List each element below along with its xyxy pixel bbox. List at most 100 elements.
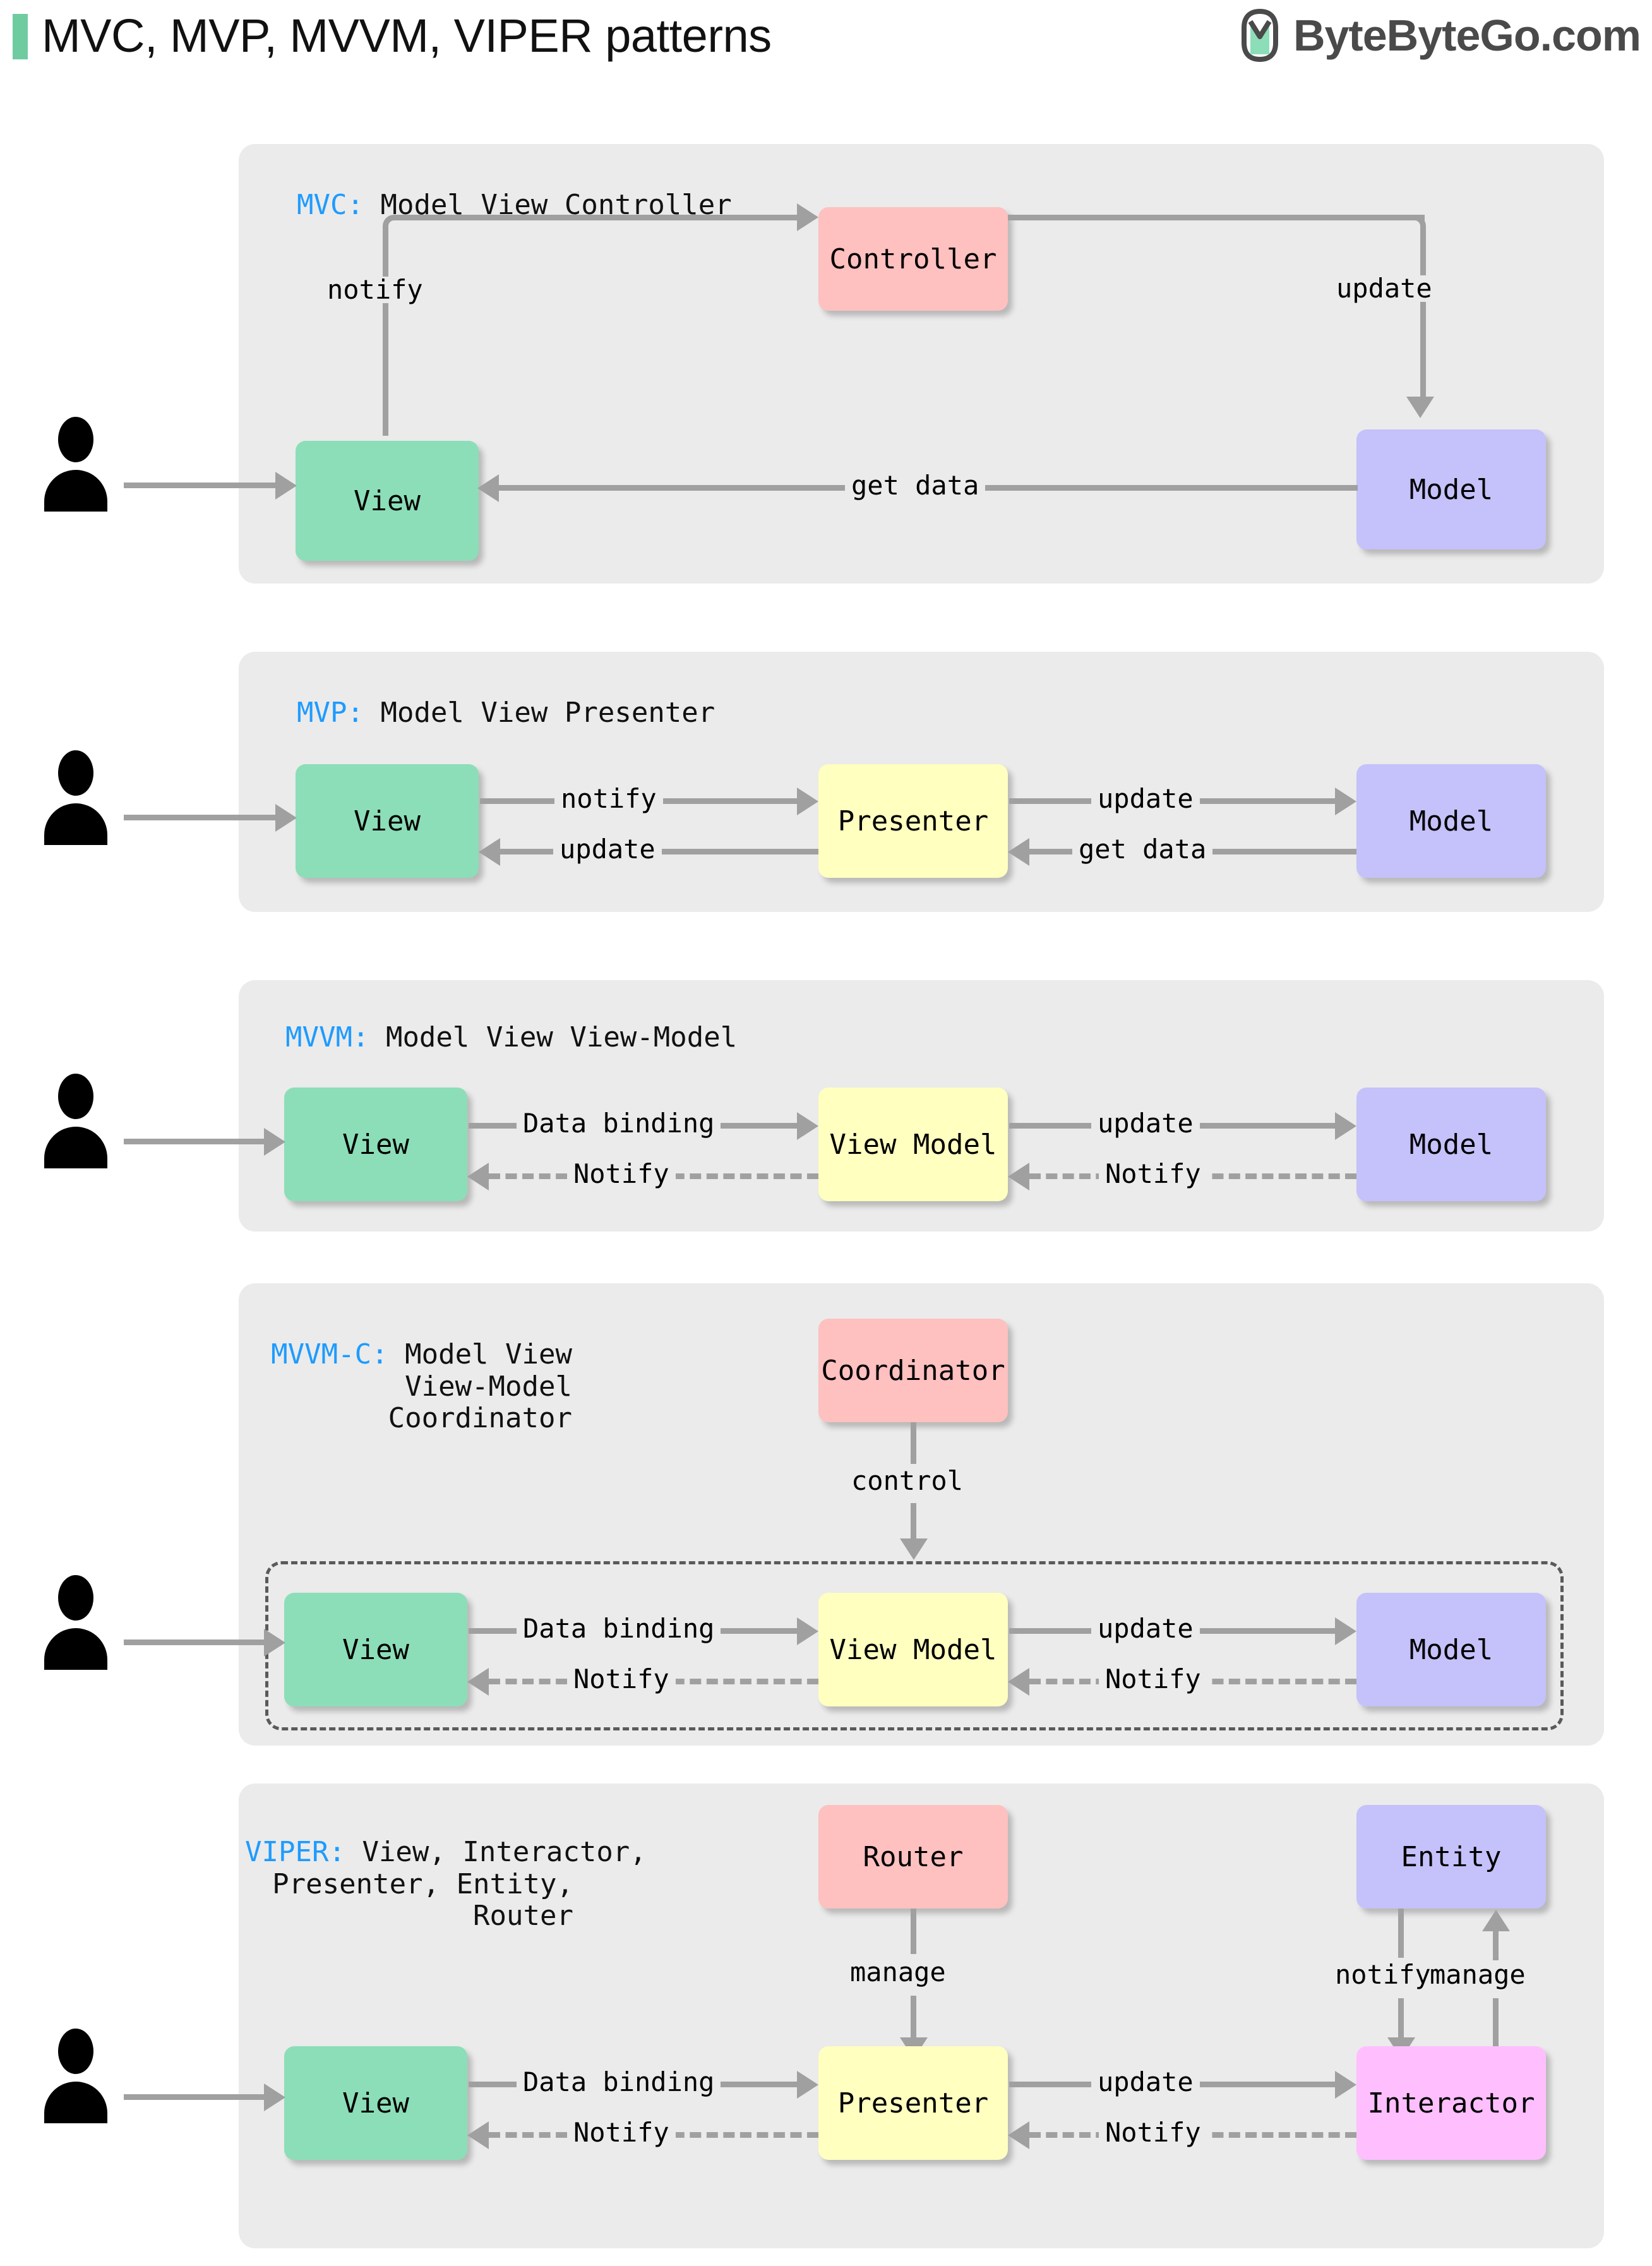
edge-update-arrowhead-mvc xyxy=(1406,397,1434,418)
user-edge-line-mvp xyxy=(124,815,275,820)
edge-manage-router-line-viper xyxy=(911,1909,916,1954)
edge-notify-right-arrowhead-mvvm xyxy=(1008,1163,1029,1190)
user-avatar-mvvm xyxy=(38,1074,114,1168)
edge-notify-arrowhead-mvp xyxy=(797,788,818,815)
user-edge-arrowhead-mvvm xyxy=(264,1128,285,1156)
edge-label-getdata-mvp: get data xyxy=(1072,836,1213,863)
edge-label-notify-right-viper: Notify xyxy=(1099,2119,1207,2146)
edge-label-notify-entity-viper: notify xyxy=(1335,1959,1431,1990)
edge-control-line-mvvmc xyxy=(911,1422,916,1464)
brand-logo-group: ByteByteGo.com xyxy=(1236,9,1641,62)
edge-update-arrowhead-viper xyxy=(1335,2071,1356,2099)
user-edge-line-mvc xyxy=(124,483,275,488)
node-interactor-viper[interactable]: Interactor xyxy=(1356,2046,1546,2160)
user-edge-arrowhead-mvp xyxy=(275,804,297,832)
edge-getdata-arrowhead-mvp xyxy=(1008,838,1029,866)
section-title-line2-mvvmc: View-Model xyxy=(405,1370,572,1403)
section-title-line3-mvvmc: Coordinator xyxy=(388,1402,572,1435)
user-body-icon xyxy=(44,803,107,845)
section-key-mvp: MVP: xyxy=(297,697,364,729)
edge-databinding-arrowhead-mvvm xyxy=(797,1112,818,1140)
edge-notify-arrowhead-mvc xyxy=(797,203,818,231)
edge-manage-entity-arrowhead-viper xyxy=(1482,1910,1510,1931)
node-coordinator-mvvmc[interactable]: Coordinator xyxy=(818,1319,1008,1422)
user-avatar-mvc xyxy=(38,417,114,512)
section-key-mvvm: MVVM: xyxy=(285,1021,369,1053)
section-title-text-mvvm: Model View View-Model xyxy=(385,1021,738,1053)
brand-name: ByteByteGo.com xyxy=(1293,11,1641,60)
accent-bar xyxy=(13,14,28,59)
node-view-viper[interactable]: View xyxy=(284,2046,467,2160)
section-key-viper: VIPER: xyxy=(245,1836,345,1868)
section-panel-viper: VIPER: View, Interactor,Presenter, Entit… xyxy=(239,1783,1604,2248)
section-panel-mvc: MVC: Model View Controller Controller Vi… xyxy=(239,144,1604,584)
node-presenter-viper[interactable]: Presenter xyxy=(818,2046,1008,2160)
edge-control-arrowhead-mvvmc xyxy=(900,1538,928,1560)
section-title-line2-viper: Presenter, Entity, xyxy=(272,1867,573,1900)
section-panel-mvvm: MVVM: Model View View-Model View View Mo… xyxy=(239,980,1604,1232)
edge-notify-left-arrowhead-mvvm xyxy=(467,1163,489,1190)
edge-update-arrowhead-mvvm xyxy=(1335,1112,1356,1140)
edge-label-update-mvc: update xyxy=(1330,275,1439,302)
user-head-icon xyxy=(58,1575,93,1621)
section-panel-mvp: MVP: Model View Presenter View Presenter… xyxy=(239,652,1604,912)
edge-label-notify-left-mvvmc: Notify xyxy=(567,1666,676,1693)
node-presenter-mvp[interactable]: Presenter xyxy=(818,764,1008,878)
bytebytego-leaf-icon xyxy=(1241,9,1278,62)
user-edge-line-viper xyxy=(124,2094,264,2100)
node-view-mvc[interactable]: View xyxy=(296,441,479,561)
edge-label-notify-right-mvvmc: Notify xyxy=(1099,1666,1207,1693)
edge-notify-entity-line-viper xyxy=(1398,1909,1404,1958)
node-controller-mvc[interactable]: Controller xyxy=(818,207,1008,311)
section-title-line1-mvvmc: Model View xyxy=(405,1338,572,1370)
edge-databinding-arrowhead-mvvmc xyxy=(797,1617,818,1645)
edge-notify-elbow-mvc xyxy=(383,215,433,436)
node-router-viper[interactable]: Router xyxy=(818,1805,1008,1909)
edge-label-notify-mvc: notify xyxy=(321,277,429,303)
user-head-icon xyxy=(58,2029,93,2074)
node-model-mvvmc[interactable]: Model xyxy=(1356,1593,1546,1706)
edge-manage-entity-line2-viper xyxy=(1493,1998,1499,2061)
edge-notify-line-mvc xyxy=(428,215,797,220)
edge-label-update-right-mvp: update xyxy=(1091,786,1200,812)
section-title-text-mvp: Model View Presenter xyxy=(380,697,715,729)
section-title-line1-viper: View, Interactor, xyxy=(362,1836,647,1868)
edge-update-left-arrowhead-mvp xyxy=(479,838,500,866)
node-model-mvvm[interactable]: Model xyxy=(1356,1088,1546,1201)
edge-label-notify-left-mvvm: Notify xyxy=(567,1161,676,1187)
node-entity-viper[interactable]: Entity xyxy=(1356,1805,1546,1909)
node-viewmodel-mvvmc[interactable]: View Model xyxy=(818,1593,1008,1706)
node-view-mvvm[interactable]: View xyxy=(284,1088,467,1201)
edge-label-update-viper: update xyxy=(1091,2069,1200,2095)
section-key-mvvmc: MVVM-C: xyxy=(271,1338,388,1370)
edge-notify-right-arrowhead-mvvmc xyxy=(1008,1668,1029,1696)
edge-label-update-left-mvp: update xyxy=(553,836,662,863)
edge-control-line2-mvvmc xyxy=(911,1503,916,1538)
edge-notify-entity-line2-viper xyxy=(1398,1998,1404,2037)
section-title-mvvm: MVVM: Model View View-Model xyxy=(285,1021,738,1054)
edge-notify-left-arrowhead-viper xyxy=(467,2121,489,2149)
user-body-icon xyxy=(44,470,107,512)
node-viewmodel-mvvm[interactable]: View Model xyxy=(818,1088,1008,1201)
user-head-icon xyxy=(58,1074,93,1119)
node-view-mvvmc[interactable]: View xyxy=(284,1593,467,1706)
edge-label-databinding-mvvm: Data binding xyxy=(517,1110,721,1137)
edge-update-right-arrowhead-mvp xyxy=(1335,788,1356,815)
page-header: MVC, MVP, MVVM, VIPER patterns ByteByteG… xyxy=(0,0,1652,76)
node-model-mvc[interactable]: Model xyxy=(1356,429,1546,549)
user-head-icon xyxy=(58,417,93,462)
user-body-icon xyxy=(44,1127,107,1168)
user-edge-arrowhead-mvvmc xyxy=(264,1629,285,1657)
edge-update-arrowhead-mvvmc xyxy=(1335,1617,1356,1645)
section-title-line3-viper: Router xyxy=(473,1900,573,1933)
user-avatar-viper xyxy=(38,2029,114,2123)
node-model-mvp[interactable]: Model xyxy=(1356,764,1546,878)
edge-label-control-mvvmc: control xyxy=(851,1465,964,1496)
edge-label-notify-right-mvvm: Notify xyxy=(1099,1161,1207,1187)
user-body-icon xyxy=(44,2082,107,2123)
section-title-viper: VIPER: View, Interactor,Presenter, Entit… xyxy=(245,1836,647,1933)
user-edge-arrowhead-mvc xyxy=(275,472,297,500)
section-title-mvp: MVP: Model View Presenter xyxy=(297,697,715,729)
node-view-mvp[interactable]: View xyxy=(296,764,479,878)
